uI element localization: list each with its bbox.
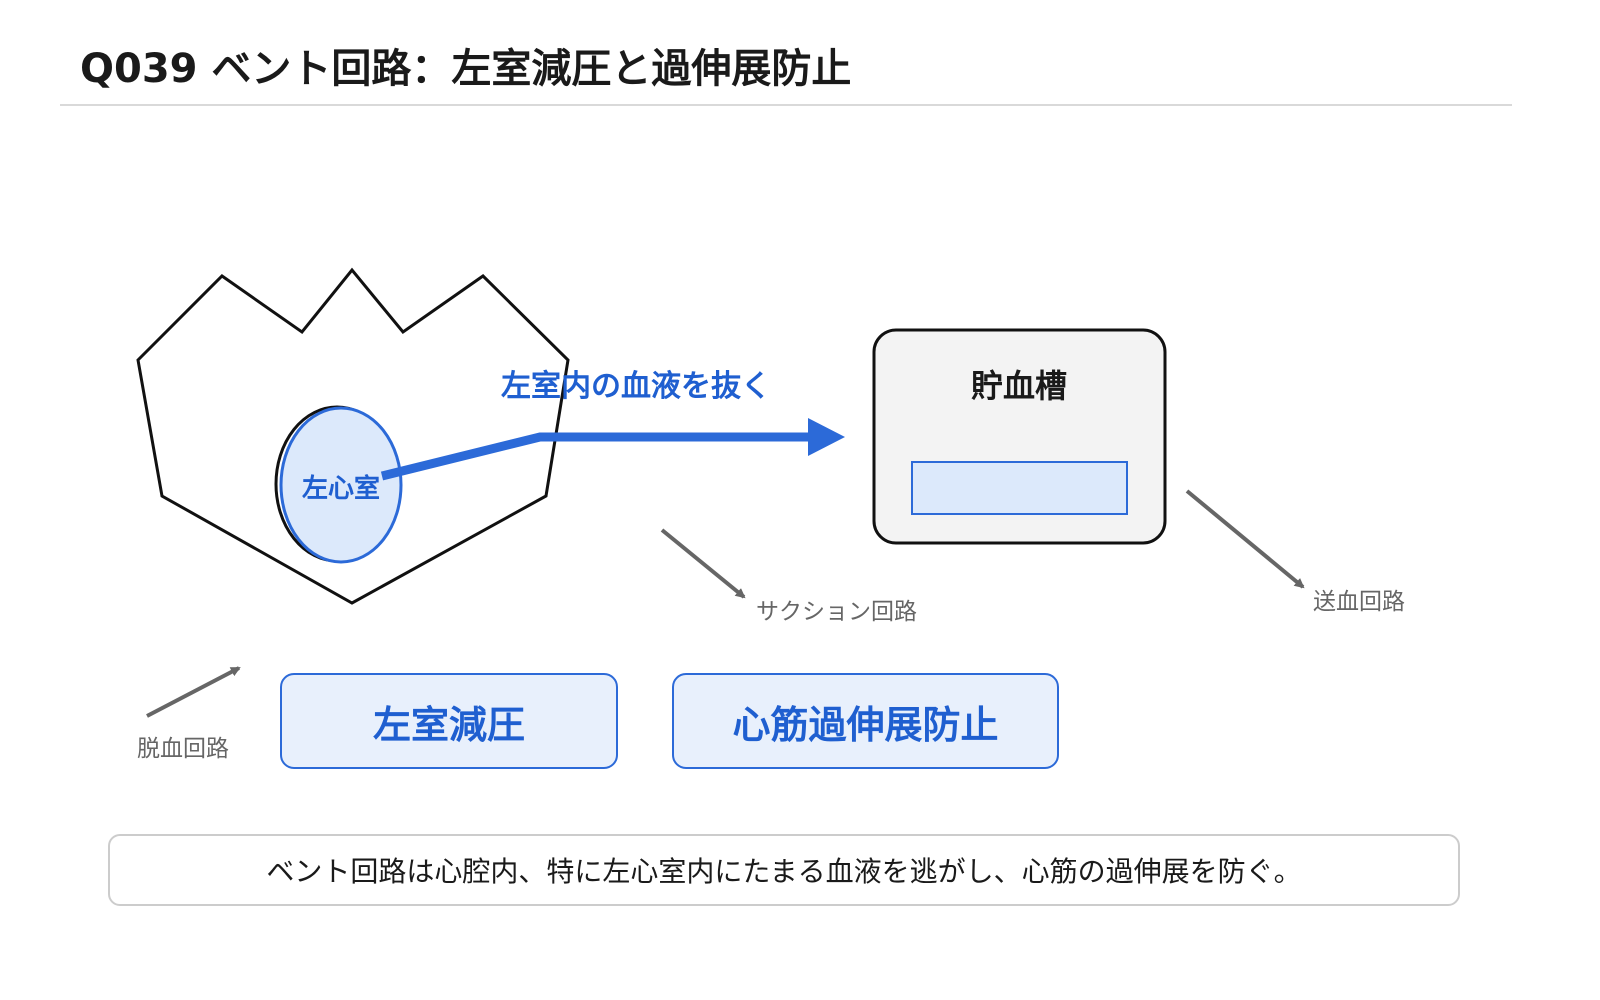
left-ventricle: 左心室 <box>274 405 403 564</box>
heart-outline <box>136 267 570 605</box>
vent-flow-label: 左室内の血液を抜く <box>501 369 771 404</box>
arterial-label: 送血回路 <box>1313 589 1405 615</box>
reservoir-label: 貯血槽 <box>971 367 1067 405</box>
left-ventricle-label: 左心室 <box>302 473 380 504</box>
vent-flow-arrowhead <box>808 418 845 456</box>
vent-flow-arrow <box>380 418 845 481</box>
venous-arrow <box>146 666 241 718</box>
key-point-overdistension-prevention: 心筋過伸展防止 <box>672 673 1059 769</box>
suction-label: サクション回路 <box>756 599 917 625</box>
left-ventricle-shape <box>279 406 403 564</box>
reservoir-blood-level <box>911 461 1128 515</box>
venous-label: 脱血回路 <box>137 736 229 762</box>
key-point-lv-decompression: 左室減圧 <box>280 673 618 769</box>
vent-flow-line <box>380 432 812 481</box>
reservoir: 貯血槽 <box>872 328 1167 545</box>
summary-caption: ベント回路は心腔内、特に左心室内にたまる血液を逃がし、心筋の過伸展を防ぐ。 <box>108 834 1460 906</box>
suction-arrow <box>660 528 746 599</box>
arterial-arrow <box>1185 489 1305 589</box>
page-title: Q039 ベント回路：左室減圧と過伸展防止 <box>80 46 852 92</box>
title-divider <box>60 104 1512 106</box>
